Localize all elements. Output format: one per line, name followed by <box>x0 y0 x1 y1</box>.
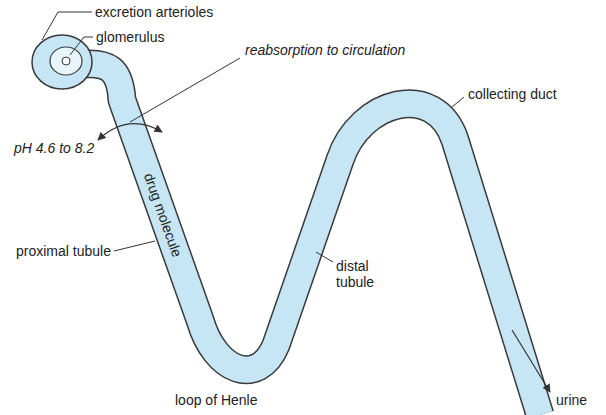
part-label: proximal tubule <box>16 243 111 259</box>
leader-line <box>114 241 155 251</box>
note-label: pH 4.6 to 8.2 <box>14 140 94 156</box>
part-label: urine <box>556 392 587 408</box>
part-label: glomerulus <box>96 29 164 45</box>
part-label: distal tubule <box>336 258 388 290</box>
leader-line <box>42 12 92 40</box>
part-label: collecting duct <box>468 86 557 102</box>
leader-line <box>452 97 464 107</box>
part-label: loop of Henle <box>175 392 258 408</box>
part-label: excretion arterioles <box>95 4 213 20</box>
tubule-fill <box>75 64 540 415</box>
urine-arrow <box>512 330 550 392</box>
capsule <box>32 35 92 89</box>
glomerulus-core <box>62 57 70 65</box>
leader-line <box>130 58 240 122</box>
leader-line <box>70 37 93 55</box>
process-label: reabsorption to circulation <box>245 42 405 58</box>
tubule-outline <box>75 64 540 415</box>
glomerulus-shape <box>50 47 82 75</box>
reabsorption-arrow <box>98 124 162 140</box>
leader-line <box>316 252 333 262</box>
